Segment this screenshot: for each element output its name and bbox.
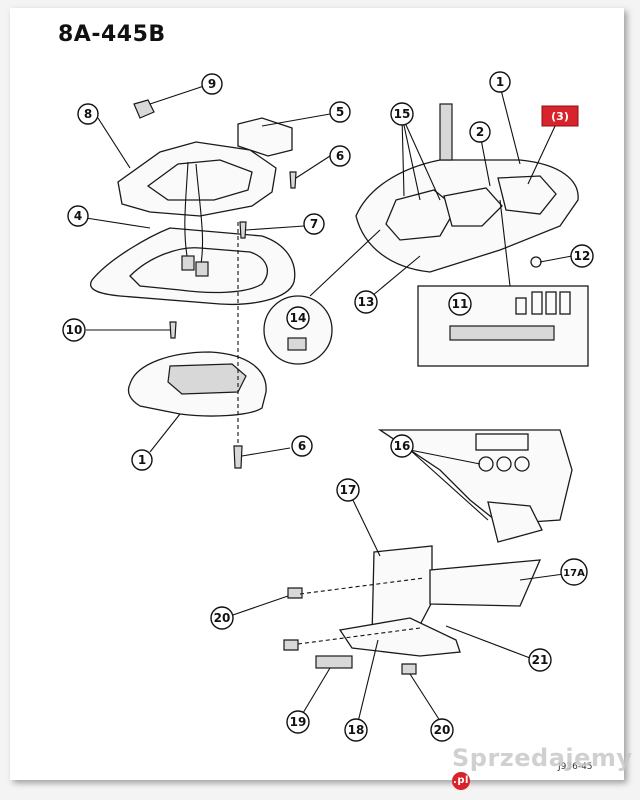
callout-8: 8 [77, 103, 99, 125]
svg-text:4: 4 [74, 209, 82, 223]
svg-text:21: 21 [532, 653, 549, 667]
bracket-part [237, 117, 293, 157]
kit-battery-1 [515, 297, 527, 315]
highlight-badge-3: (3) [541, 105, 579, 127]
callout-12: 12 [570, 244, 594, 268]
bolt-20-mid [283, 639, 299, 651]
svg-text:17A: 17A [563, 568, 585, 579]
callout-17: 17 [336, 478, 360, 502]
callout-17a: 17A [560, 558, 588, 586]
svg-text:7: 7 [310, 217, 318, 231]
callout-21: 21 [528, 648, 552, 672]
clip-part [133, 99, 155, 119]
callout-2: 2 [469, 121, 491, 143]
kit-battery-4 [559, 291, 571, 315]
svg-text:19: 19 [290, 715, 307, 729]
svg-text:6: 6 [298, 439, 306, 453]
callout-10: 10 [62, 318, 86, 342]
svg-text:1: 1 [138, 453, 146, 467]
callout-20-lower: 20 [430, 718, 454, 742]
watermark-text: Sprzedajemy [452, 744, 633, 772]
trim-strip-19 [315, 655, 353, 669]
wiring-harness [184, 161, 204, 271]
lower-bin-lid [167, 363, 247, 395]
screw-6-lower [233, 445, 243, 469]
callout-20-upper: 20 [210, 606, 234, 630]
svg-text:15: 15 [394, 107, 411, 121]
kit-battery-2 [531, 291, 543, 315]
radio-knob-2 [496, 456, 512, 472]
detail-circle-14 [263, 295, 333, 365]
callout-7: 7 [303, 213, 325, 235]
svg-text:9: 9 [208, 77, 216, 91]
callout-4: 4 [67, 205, 89, 227]
wiring-connector-b [195, 261, 209, 277]
compass-module [497, 175, 557, 215]
radio-knob-3 [514, 456, 530, 472]
overhead-lamp-lens [385, 189, 457, 241]
svg-text:20: 20 [214, 611, 231, 625]
floor-console-shroud [487, 501, 543, 543]
svg-text:11: 11 [452, 297, 469, 311]
upper-frame-opening [146, 159, 253, 201]
radio-knob-1 [478, 456, 494, 472]
svg-text:16: 16 [394, 439, 411, 453]
overhead-screw-12 [530, 256, 542, 268]
callout-14: 14 [286, 306, 310, 330]
svg-text:2: 2 [476, 125, 484, 139]
callout-16: 16 [390, 434, 414, 458]
overhead-lamp-lens-2 [443, 187, 503, 227]
detail-switch [287, 337, 307, 351]
svg-text:10: 10 [66, 323, 83, 337]
radio-display [475, 433, 529, 451]
callout-9: 9 [201, 73, 223, 95]
bolt-20-lower [401, 663, 417, 675]
svg-text:1: 1 [496, 75, 504, 89]
svg-text:(3): (3) [551, 110, 569, 123]
screw-10 [169, 321, 177, 339]
callout-6-lower: 6 [291, 435, 313, 457]
svg-text:12: 12 [574, 249, 591, 263]
svg-text:17: 17 [340, 483, 357, 497]
screw-6-upper [289, 171, 297, 189]
watermark-tld: .pl [452, 772, 470, 790]
kit-pad [449, 325, 555, 341]
bezel-lower-21 [338, 617, 461, 657]
callout-6-upper: 6 [329, 145, 351, 167]
watermark: Sprzedajemy.pl [452, 744, 640, 800]
overhead-mount-bracket [439, 103, 453, 161]
callout-18: 18 [344, 718, 368, 742]
callout-15: 15 [390, 102, 414, 126]
svg-text:18: 18 [348, 723, 365, 737]
bolt-20-upper [287, 587, 303, 599]
svg-text:6: 6 [336, 149, 344, 163]
diagram-sheet [10, 8, 624, 780]
bezel-panel-17 [371, 545, 433, 641]
svg-text:8: 8 [84, 107, 92, 121]
callout-19: 19 [286, 710, 310, 734]
callout-1-top: 1 [489, 71, 511, 93]
kit-battery-3 [545, 291, 557, 315]
svg-text:13: 13 [358, 295, 375, 309]
callout-1-bottom: 1 [131, 449, 153, 471]
wiring-connector-a [181, 255, 195, 271]
bezel-panel-17a [429, 559, 542, 607]
callout-11: 11 [448, 292, 472, 316]
svg-text:5: 5 [336, 105, 344, 119]
svg-text:20: 20 [434, 723, 451, 737]
diagram-code: 8A-445B [58, 22, 166, 47]
screw-7 [239, 221, 247, 239]
svg-text:14: 14 [290, 311, 307, 325]
callout-5: 5 [329, 101, 351, 123]
callout-13: 13 [354, 290, 378, 314]
page-reference: J936-45 [558, 762, 593, 772]
